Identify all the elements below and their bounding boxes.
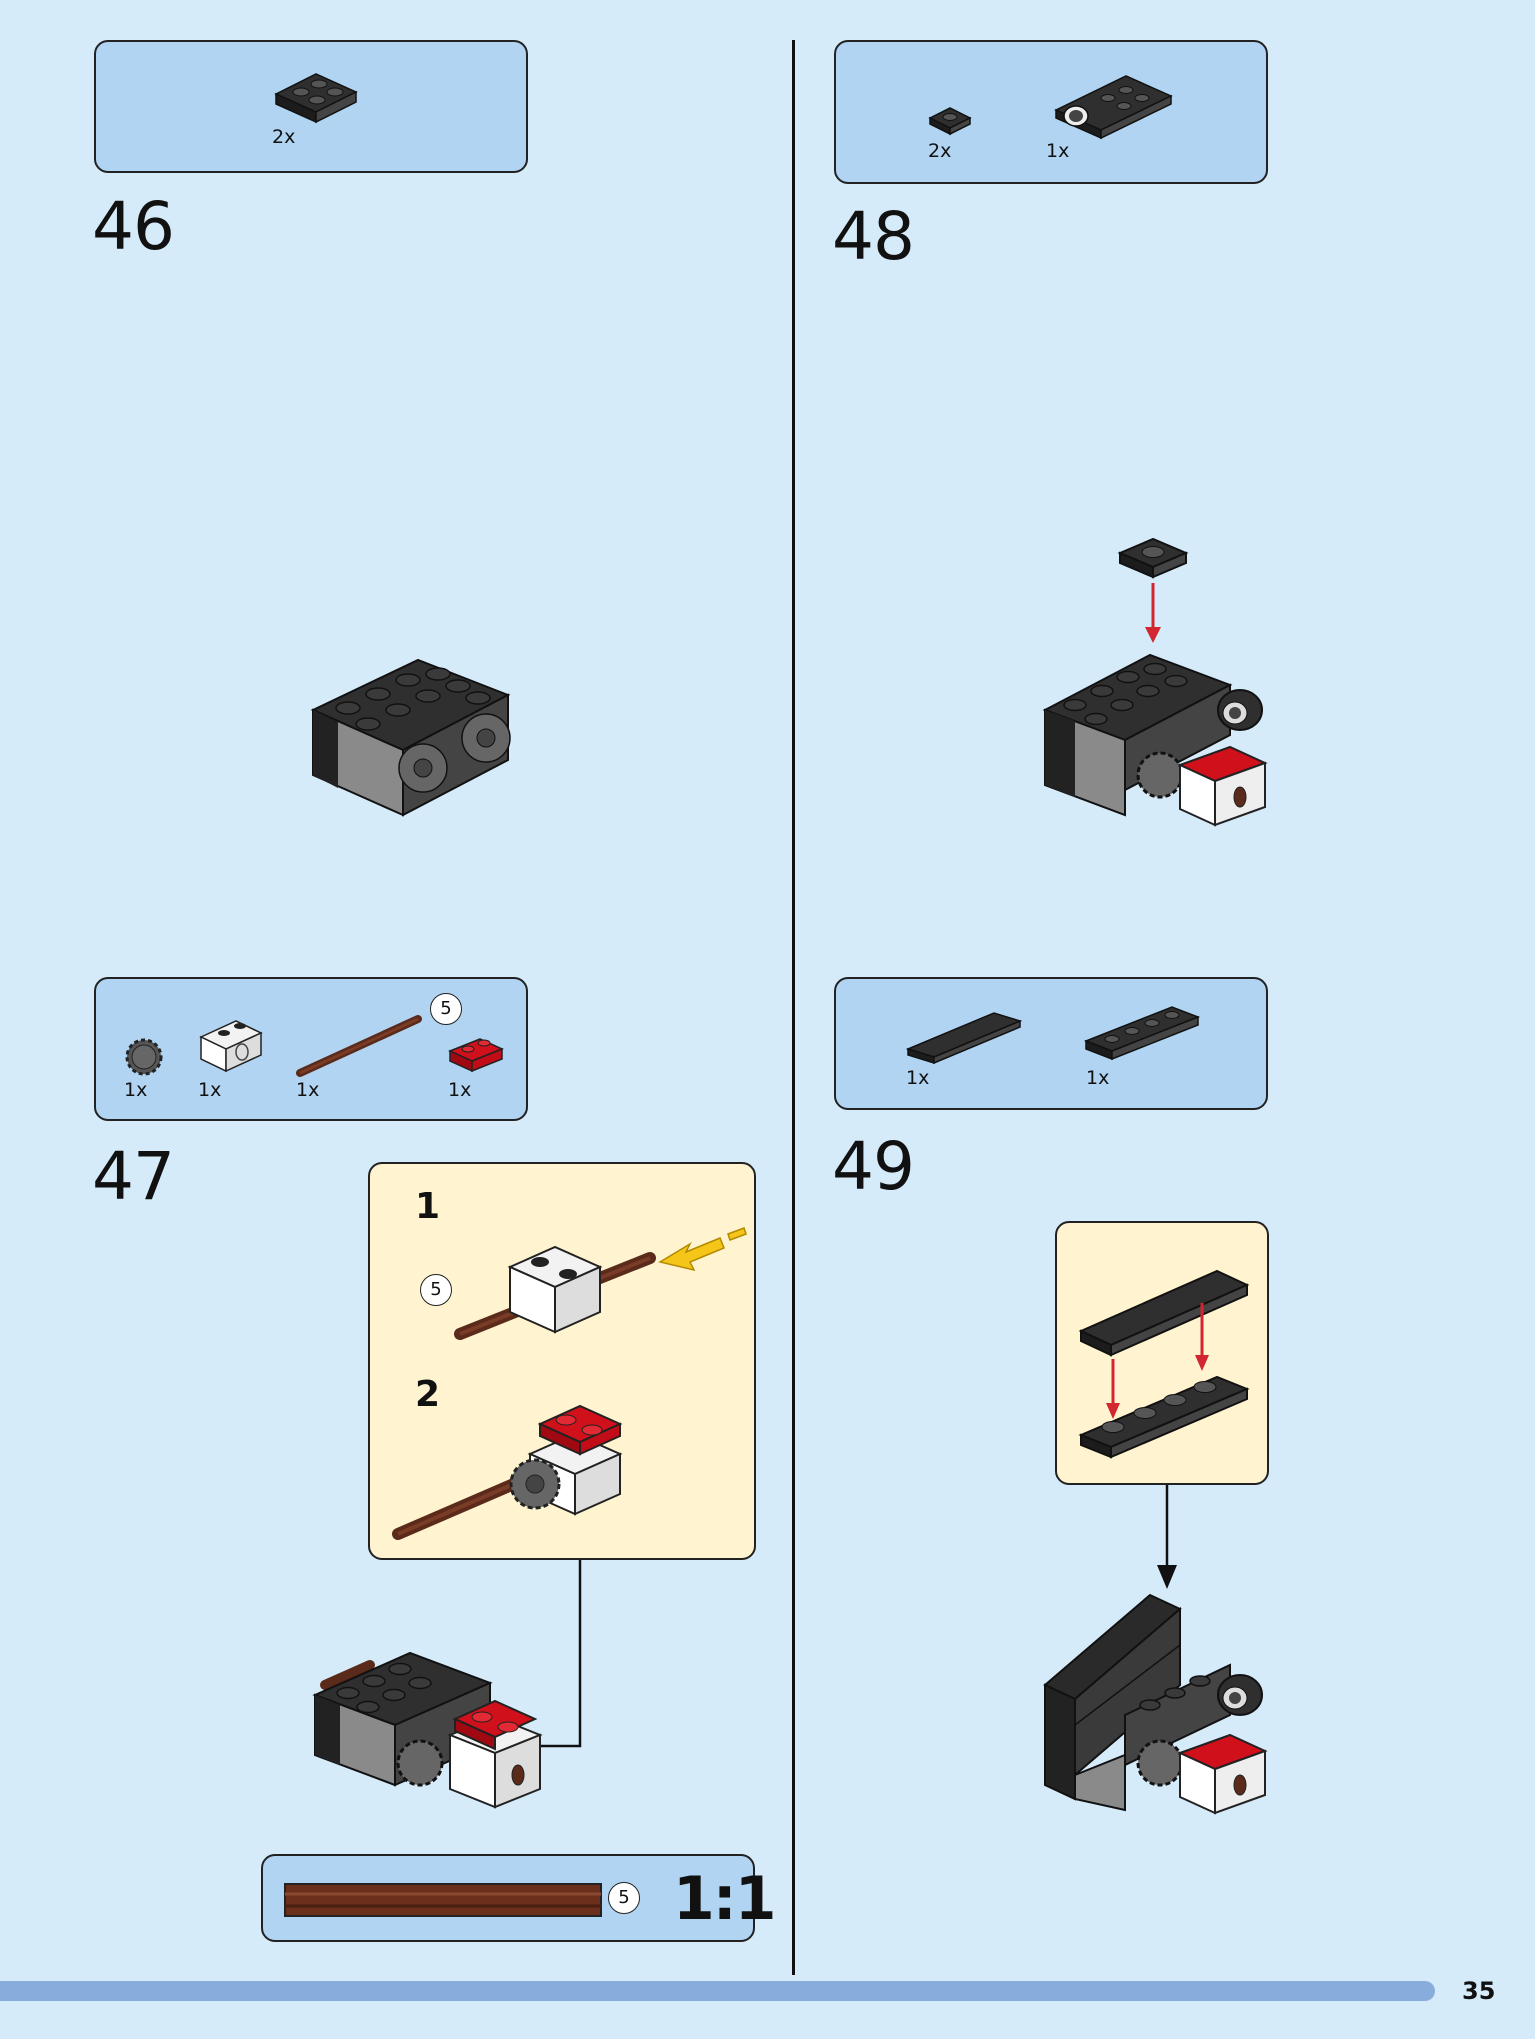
part-qty: 1x bbox=[198, 1079, 222, 1101]
substep-number: 1 bbox=[415, 1186, 441, 1227]
step-number-47: 47 bbox=[92, 1138, 175, 1215]
callout-down-arrow bbox=[1157, 1485, 1177, 1589]
plate-1x4-black-icon bbox=[1083, 1006, 1201, 1061]
step-48-model-icon bbox=[1042, 537, 1268, 827]
part-qty: 1x bbox=[124, 1079, 148, 1101]
plate-2x2-black-icon bbox=[274, 73, 358, 124]
step-46-model-icon bbox=[310, 658, 511, 817]
gear-and-plate-assembly-icon bbox=[392, 1404, 623, 1540]
tile-1x4-black-icon bbox=[905, 1012, 1023, 1065]
parts-list-step-49: 1x 1x bbox=[834, 977, 1268, 1110]
gear-dark-gray-icon bbox=[125, 1038, 163, 1076]
length-indicator: 5 bbox=[420, 1274, 452, 1306]
substep-box-step-47: 1 5 2 bbox=[368, 1162, 756, 1560]
tile-on-plate-assembly-icon bbox=[1078, 1269, 1250, 1459]
step-49-model-icon bbox=[1043, 1593, 1268, 1815]
parts-list-step-46: 2x bbox=[94, 40, 528, 173]
scale-callout: 5 1:1 bbox=[261, 1854, 776, 1942]
axle-through-brick-icon bbox=[454, 1227, 747, 1340]
part-qty: 2x bbox=[928, 140, 952, 162]
callout-connector-arrow bbox=[480, 1560, 582, 1756]
technic-brick-white-icon bbox=[199, 1020, 263, 1073]
length-indicator: 5 bbox=[430, 993, 462, 1025]
substep-number: 2 bbox=[415, 1374, 441, 1415]
part-qty: 1x bbox=[296, 1079, 320, 1101]
column-divider bbox=[792, 40, 795, 1975]
step-number-46: 46 bbox=[92, 188, 175, 265]
page-number: 35 bbox=[1462, 1977, 1496, 2005]
part-qty: 1x bbox=[1046, 140, 1070, 162]
axle-brown-icon bbox=[296, 1015, 422, 1077]
step-number-49: 49 bbox=[832, 1128, 915, 1205]
step-number-48: 48 bbox=[832, 198, 915, 275]
parts-list-step-48: 2x 1x bbox=[834, 40, 1268, 184]
plate-1x1-black-icon bbox=[928, 107, 972, 136]
plate-with-pin-hole-black-icon bbox=[1054, 75, 1173, 140]
axle-full-size-icon bbox=[284, 1883, 602, 1917]
scale-ratio: 1:1 bbox=[673, 1864, 776, 1934]
parts-list-step-47: 1x 1x 5 1x 1x bbox=[94, 977, 528, 1121]
part-qty: 2x bbox=[272, 126, 296, 148]
part-qty: 1x bbox=[906, 1067, 930, 1089]
step-47-model-icon bbox=[312, 1651, 543, 1809]
substep-box-step-49 bbox=[1055, 1221, 1269, 1485]
length-indicator: 5 bbox=[608, 1882, 640, 1914]
part-qty: 1x bbox=[1086, 1067, 1110, 1089]
page-progress-bar bbox=[0, 1981, 1435, 2001]
part-qty: 1x bbox=[448, 1079, 472, 1101]
plate-1x2-red-icon bbox=[448, 1038, 504, 1073]
